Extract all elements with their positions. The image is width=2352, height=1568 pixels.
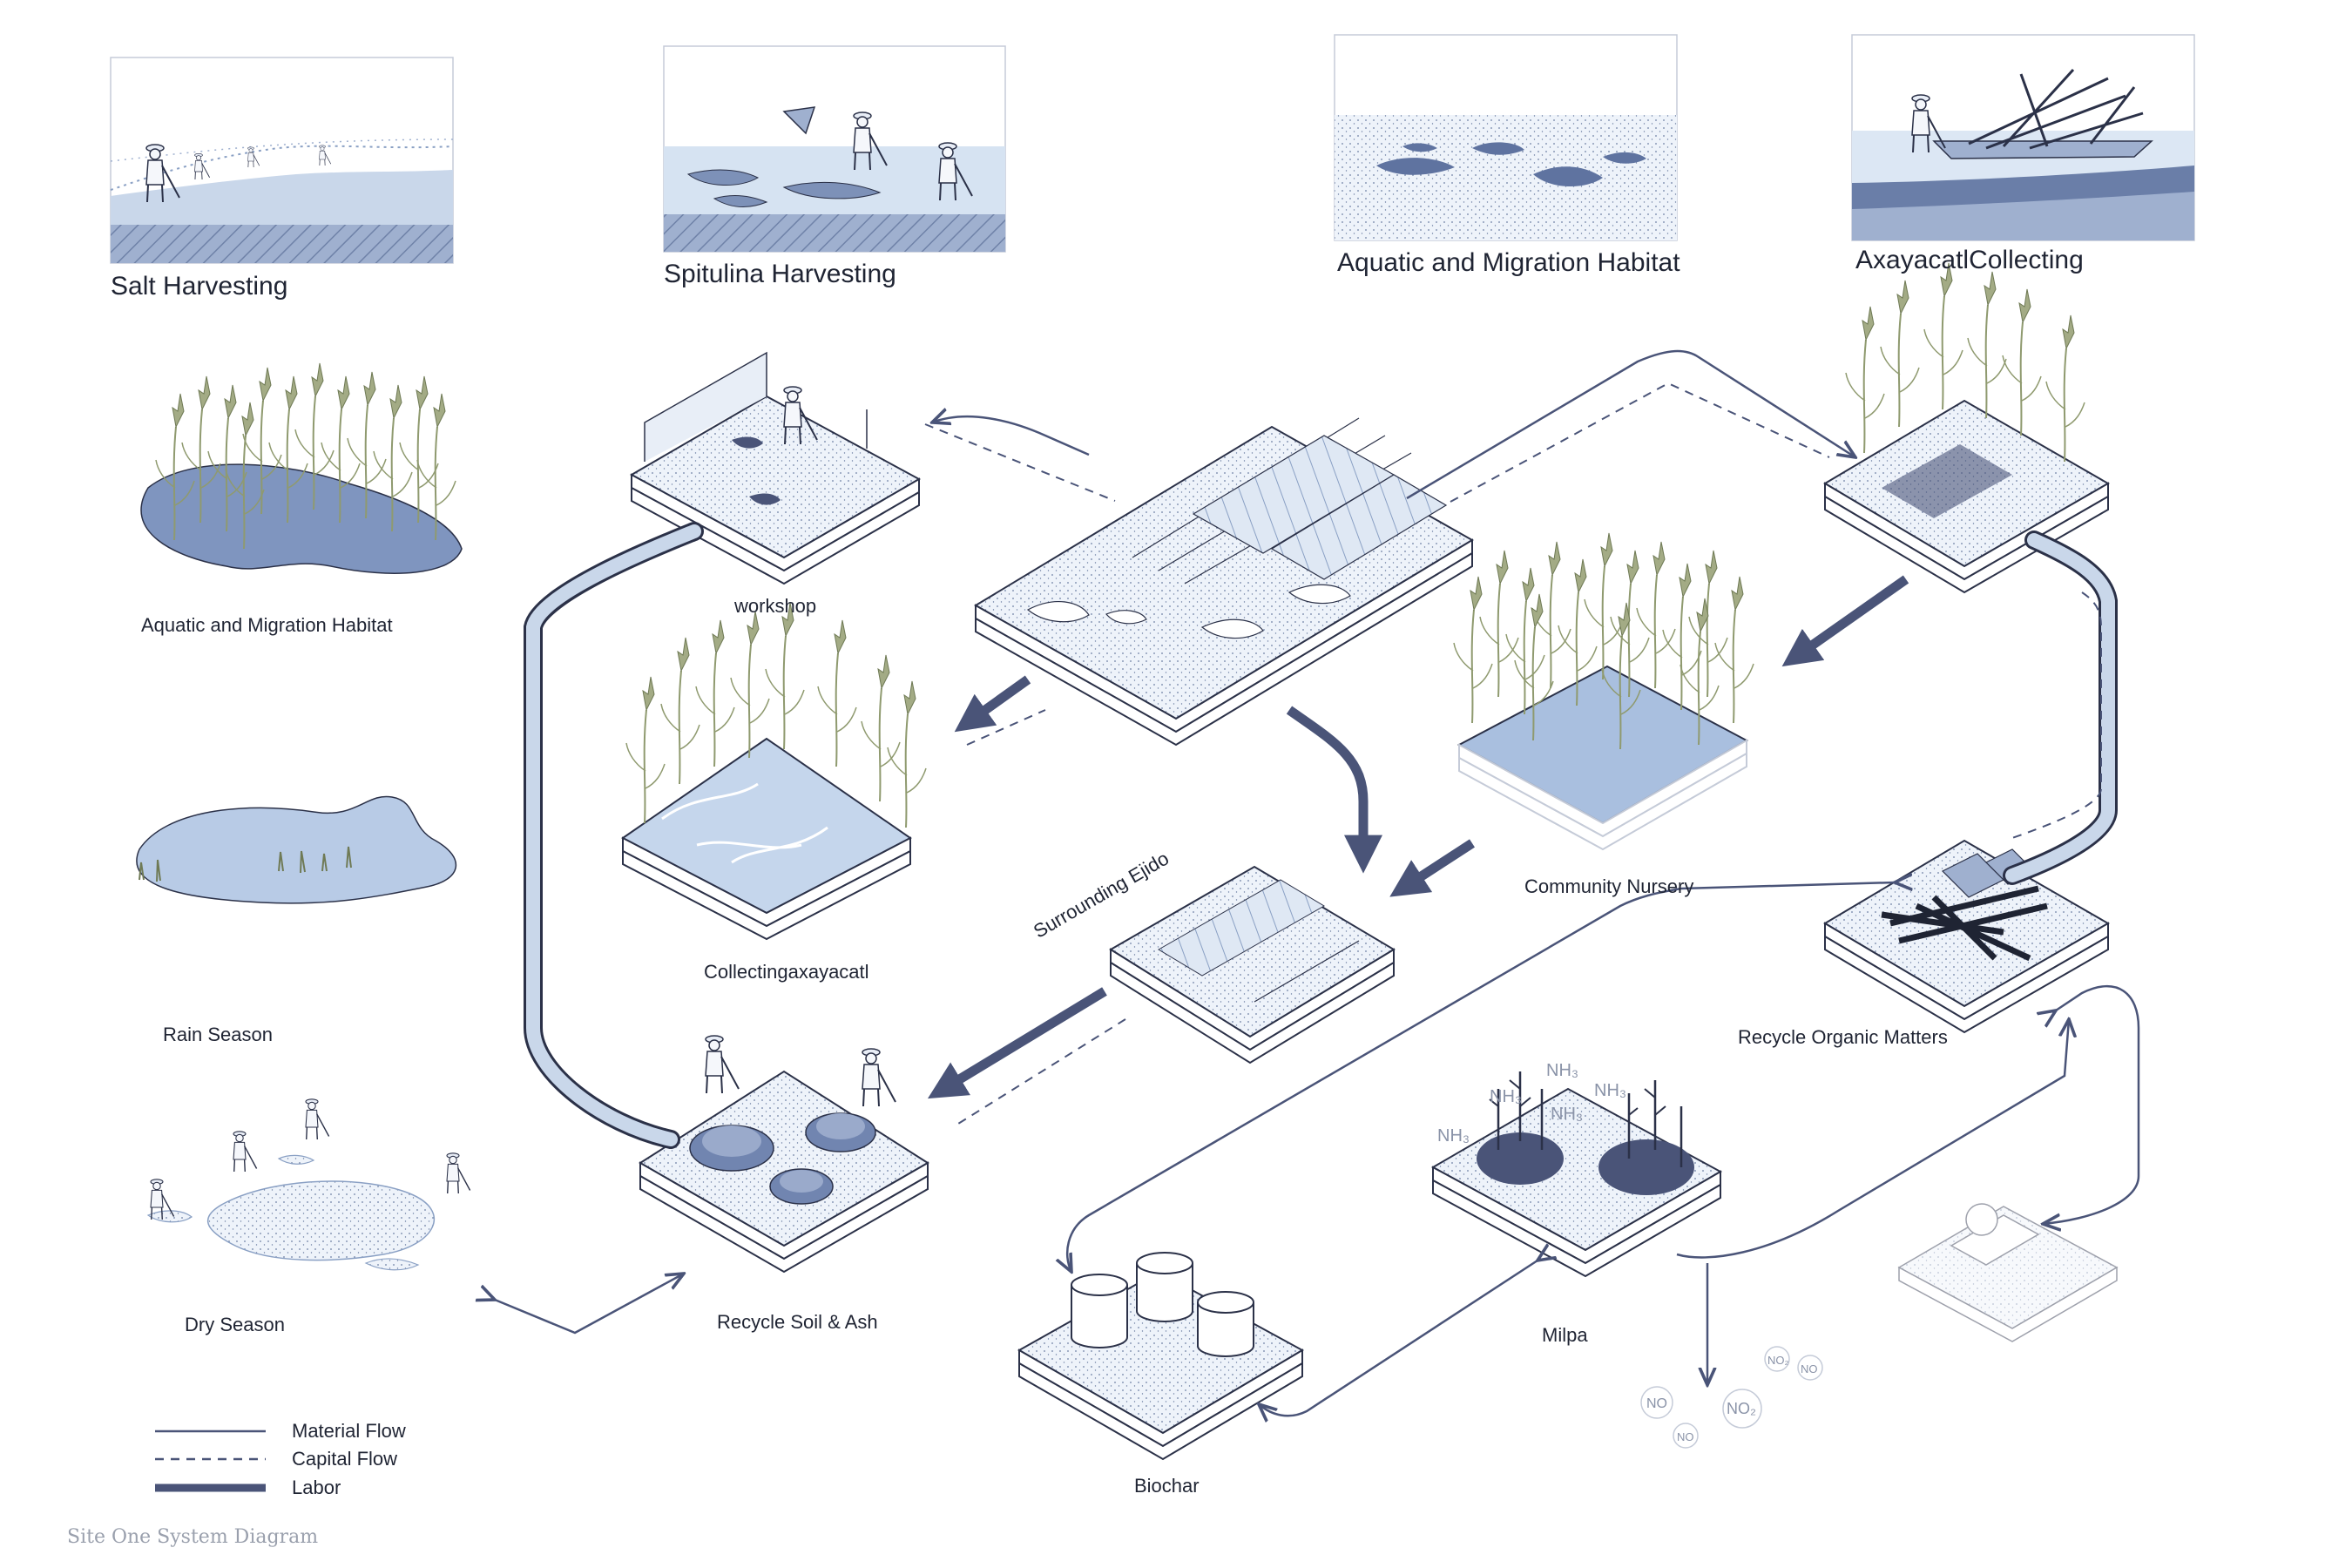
salt-harvesting-panel bbox=[110, 57, 454, 264]
node-label-recycle-organic: Recycle Organic Matters bbox=[1738, 1026, 1948, 1048]
no2-label: NO₂ bbox=[1767, 1354, 1789, 1367]
node-biochar bbox=[1017, 1252, 1305, 1461]
central-site-platform bbox=[974, 417, 1474, 747]
legend-capital-flow: Capital Flow bbox=[292, 1448, 398, 1470]
nh3-label: NH₃ bbox=[1437, 1126, 1470, 1146]
legend-labor: Labor bbox=[292, 1477, 341, 1498]
node-machine bbox=[1897, 1203, 2119, 1342]
scene-label-rain: Rain Season bbox=[163, 1024, 273, 1045]
no-label: NO bbox=[1801, 1362, 1818, 1375]
node-milpa bbox=[1430, 1071, 1723, 1278]
no2-label: NO₂ bbox=[1727, 1400, 1756, 1417]
legend-swatches bbox=[155, 1429, 266, 1492]
no-label: NO bbox=[1677, 1430, 1694, 1443]
node-axayacatl-bed bbox=[1823, 262, 2111, 594]
rain-season-scene bbox=[136, 795, 457, 904]
node-label-biochar: Biochar bbox=[1134, 1475, 1200, 1497]
panel-title-axayacatl: AxayacatlCollecting bbox=[1855, 246, 2084, 274]
panel-title-salt: Salt Harvesting bbox=[111, 272, 288, 301]
node-collecting bbox=[621, 602, 927, 941]
no-label: NO bbox=[1646, 1396, 1667, 1411]
labor-flows bbox=[524, 522, 2118, 1149]
nh3-label: NH₃ bbox=[1546, 1061, 1578, 1080]
node-label-nursery: Community Nursery bbox=[1524, 875, 1694, 897]
aquatic-habitat-panel bbox=[1334, 34, 1678, 241]
node-label-workshop: workshop bbox=[734, 595, 817, 617]
chemistry-bubbles: NH₃ NH₃ NH₃ NH₃ NH₃ NO NO NO₂ NO₂ NO bbox=[1437, 1061, 1823, 1449]
spirulina-harvesting-panel bbox=[663, 45, 1006, 253]
node-workshop bbox=[629, 351, 922, 585]
dry-season-scene bbox=[146, 1098, 471, 1271]
panel-title-spirulina: Spitulina Harvesting bbox=[664, 260, 896, 288]
nh3-label: NH₃ bbox=[1490, 1087, 1522, 1106]
scene-label-dry: Dry Season bbox=[185, 1314, 285, 1335]
panel-title-aquatic: Aquatic and Migration Habitat bbox=[1337, 248, 1680, 277]
node-label-milpa: Milpa bbox=[1542, 1324, 1588, 1346]
material-flows bbox=[495, 349, 2140, 1416]
nh3-label: NH₃ bbox=[1594, 1081, 1626, 1100]
nh3-label: NH₃ bbox=[1551, 1105, 1583, 1124]
node-surrounding-ejido bbox=[1109, 865, 1396, 1064]
node-recycle-soil bbox=[639, 1035, 929, 1274]
node-label-recycle-soil: Recycle Soil & Ash bbox=[717, 1311, 878, 1333]
diagram-caption: Site One System Diagram bbox=[67, 1526, 319, 1548]
node-community-nursery bbox=[1453, 532, 1754, 851]
aquatic-habitat-scene bbox=[140, 362, 463, 574]
scene-label-aquatic: Aquatic and Migration Habitat bbox=[141, 614, 393, 636]
node-label-collecting: Collectingaxayacatl bbox=[704, 961, 869, 983]
legend-material-flow: Material Flow bbox=[292, 1420, 406, 1442]
axayacatl-collecting-panel bbox=[1851, 34, 2195, 241]
